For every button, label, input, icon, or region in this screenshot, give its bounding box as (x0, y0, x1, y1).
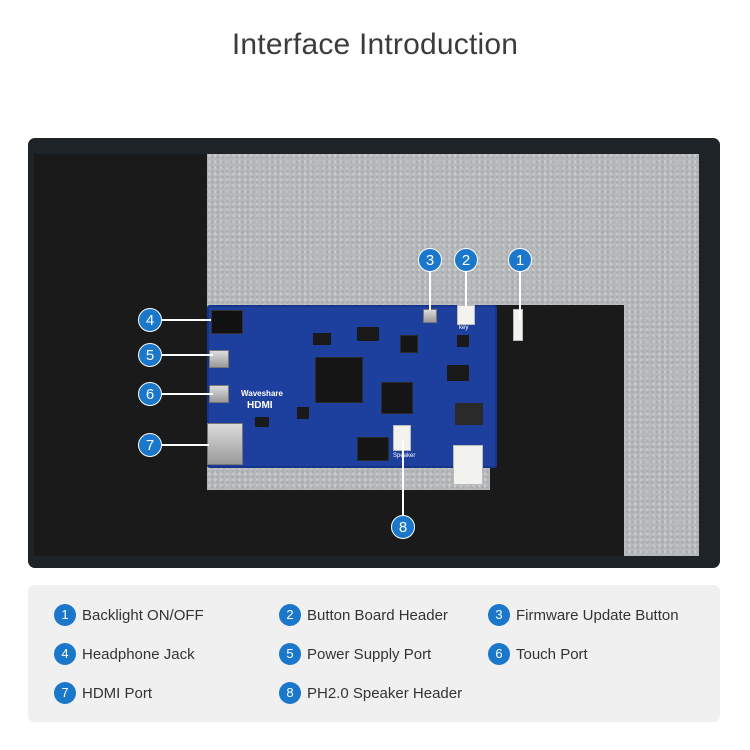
backlight-switch (513, 309, 523, 341)
legend-label: Firmware Update Button (516, 606, 679, 624)
callout-4: 4 (138, 308, 162, 332)
legend-number: 8 (279, 682, 301, 704)
legend-label: Power Supply Port (307, 645, 432, 663)
hdmi-port (207, 423, 243, 465)
legend-label: HDMI Port (82, 684, 153, 702)
leader-line-8 (402, 440, 404, 516)
component-d (297, 407, 309, 419)
callout-6: 6 (138, 382, 162, 406)
legend-panel: 1 Backlight ON/OFF 2 Button Board Header… (28, 585, 720, 722)
page-title: Interface Introduction (231, 28, 519, 61)
speaker-mark: Speaker (393, 453, 416, 459)
callout-5: 5 (138, 343, 162, 367)
legend-number: 3 (488, 604, 510, 626)
legend-item-backlight: 1 Backlight ON/OFF (54, 604, 204, 626)
legend-item-speaker: 8 PH2.0 Speaker Header (279, 682, 462, 704)
callout-8: 8 (391, 515, 415, 539)
legend-item-hdmi: 7 HDMI Port (54, 682, 152, 704)
tape-bottom (207, 490, 490, 556)
power-usb-port (209, 350, 229, 368)
ffc-connector (453, 445, 483, 485)
component-c (447, 365, 469, 381)
legend-label: Headphone Jack (82, 645, 195, 663)
driver-board: Waveshare HDMI Speaker key (207, 305, 523, 485)
hdmi-mark: HDMI (247, 400, 273, 411)
callout-3: 3 (418, 248, 442, 272)
leader-line-2 (465, 272, 467, 308)
legend-number: 4 (54, 643, 76, 665)
tape-right (490, 305, 624, 556)
legend-label: Button Board Header (307, 606, 448, 624)
regulator-chip (400, 335, 418, 353)
legend-label: PH2.0 Speaker Header (307, 684, 463, 702)
legend-number: 1 (54, 604, 76, 626)
headphone-jack (211, 310, 243, 334)
legend-number: 5 (279, 643, 301, 665)
brand-mark: Waveshare (241, 389, 283, 398)
inductor (455, 403, 483, 425)
component-b (357, 327, 379, 341)
callout-2: 2 (454, 248, 478, 272)
callout-1: 1 (508, 248, 532, 272)
small-chip (357, 437, 389, 461)
secondary-chip (381, 382, 413, 414)
leader-line-4 (161, 319, 211, 321)
component-e (255, 417, 269, 427)
legend-item-headphone: 4 Headphone Jack (54, 643, 195, 665)
legend-number: 2 (279, 604, 301, 626)
leader-line-7 (161, 444, 209, 446)
leader-line-1 (519, 272, 521, 320)
legend-number: 7 (54, 682, 76, 704)
component-a (313, 333, 331, 345)
leader-line-3 (429, 272, 431, 310)
button-board-header (457, 305, 475, 325)
legend-item-power: 5 Power Supply Port (279, 643, 431, 665)
key-mark: key (459, 325, 469, 331)
legend-label: Backlight ON/OFF (82, 606, 204, 624)
legend-number: 6 (488, 643, 510, 665)
component-f (457, 335, 469, 347)
legend-item-touch: 6 Touch Port (488, 643, 588, 665)
leader-line-5 (161, 354, 213, 356)
firmware-update-button (423, 309, 437, 323)
callout-7: 7 (138, 433, 162, 457)
main-chip (315, 357, 363, 403)
legend-item-button-board: 2 Button Board Header (279, 604, 448, 626)
legend-item-firmware: 3 Firmware Update Button (488, 604, 679, 626)
legend-label: Touch Port (516, 645, 588, 663)
leader-line-6 (161, 393, 213, 395)
